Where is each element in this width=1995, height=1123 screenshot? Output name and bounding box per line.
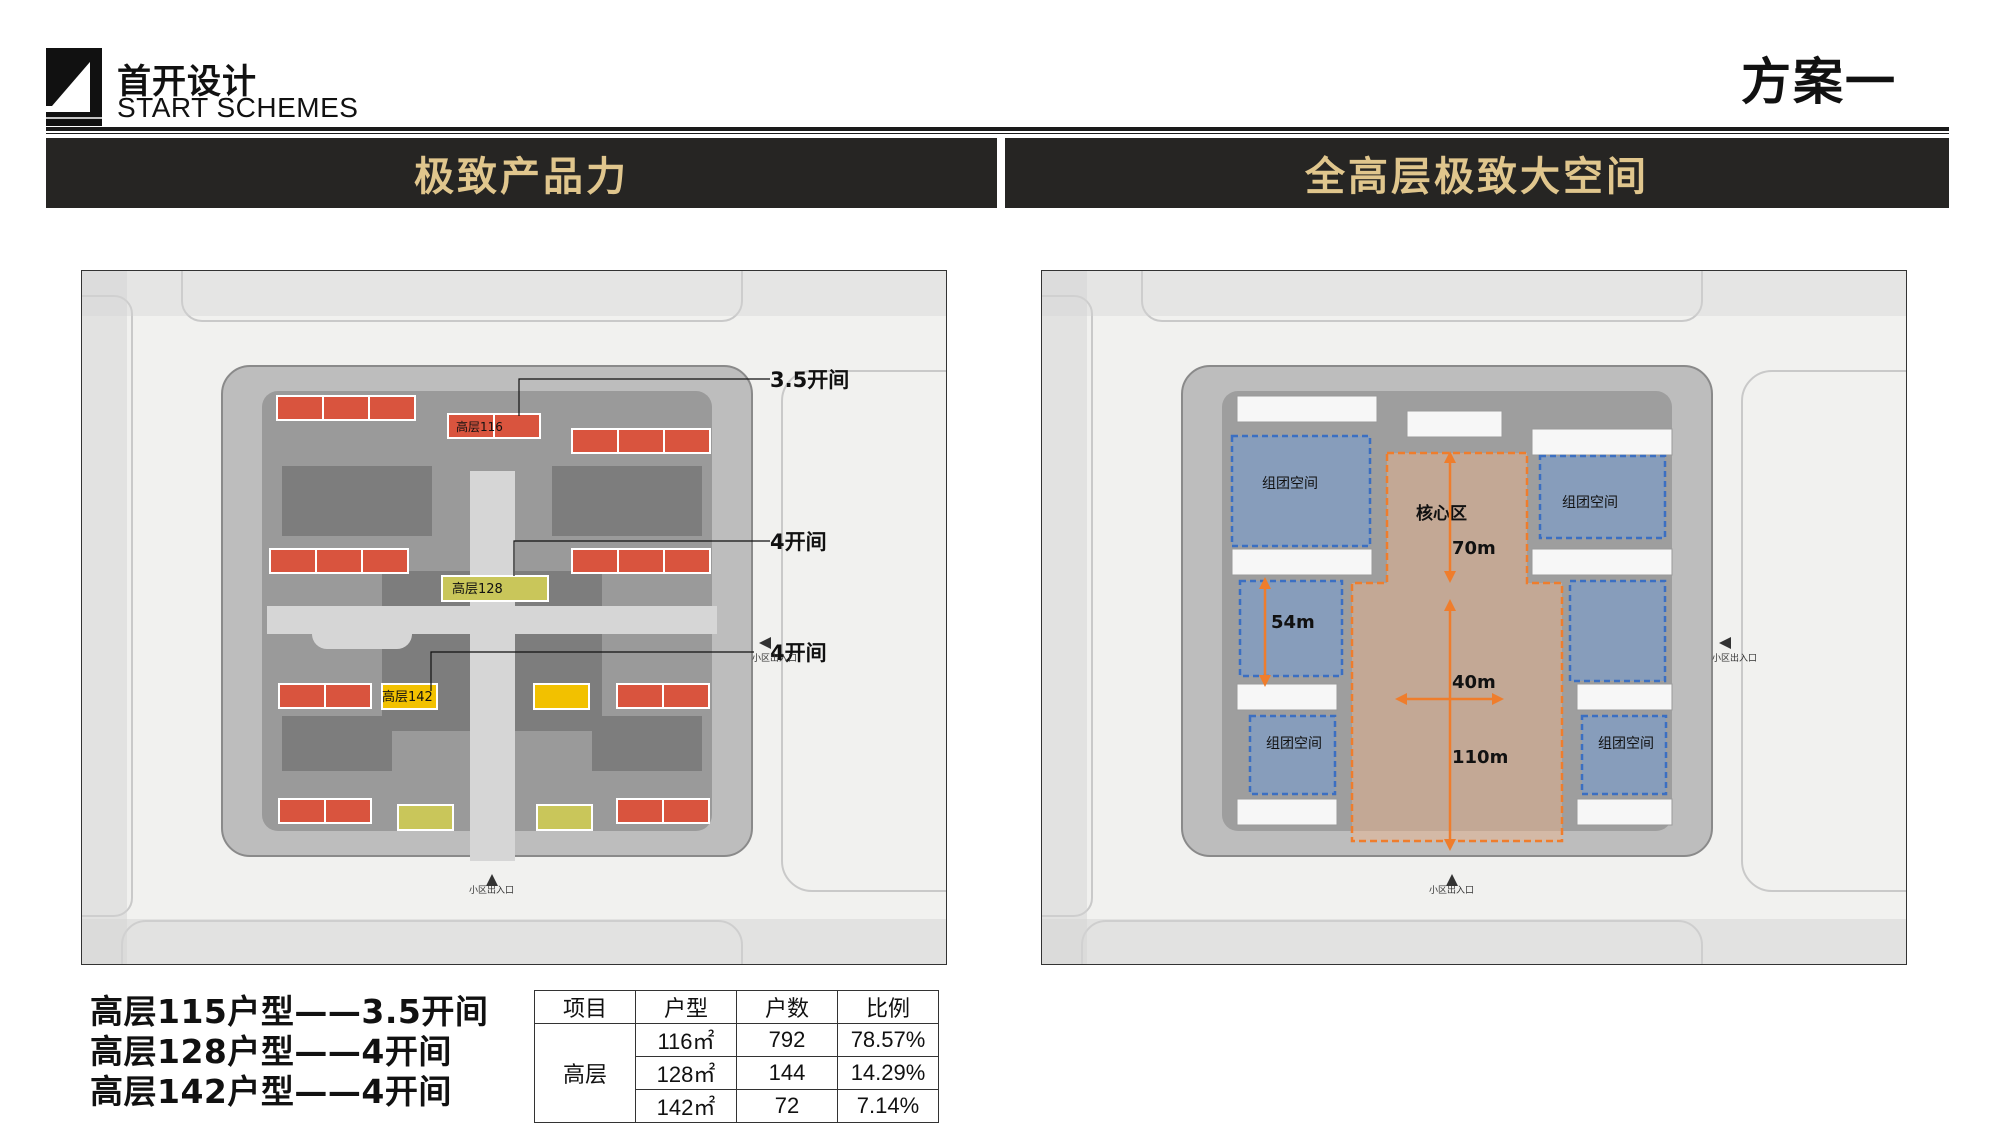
- label-entrance-bottom: 小区出入口: [1429, 884, 1474, 896]
- dimension-110m: 110m: [1452, 747, 1508, 768]
- unit-mix-table: 项目 户型 户数 比例 高层 116㎡ 792 78.57% 128㎡ 144 …: [534, 990, 939, 1123]
- dimension-arrows: [1263, 458, 1497, 846]
- section-title-right: 全高层极致大空间: [1305, 154, 1649, 200]
- entrance-arrow-icon: [1446, 874, 1458, 886]
- table-cell-ratio: 14.29%: [837, 1056, 939, 1090]
- entrance-arrow-right-icon: [759, 637, 771, 649]
- buildings-142: [381, 683, 590, 710]
- unit-summary-128: 高层128户型——4开间: [90, 1032, 452, 1071]
- section-title-left: 极致产品力: [414, 154, 629, 200]
- site-plan-open-space: 组团空间 组团空间 组团空间 组团空间 核心区 70m 54m 40m 110m…: [1041, 270, 1907, 965]
- table-cell-count: 72: [736, 1089, 838, 1123]
- entrance-arrow-icon: [486, 874, 498, 886]
- label-cluster-bottom-right: 组团空间: [1598, 736, 1654, 752]
- buildings-128: [397, 575, 593, 831]
- table-header-type: 户型: [635, 990, 737, 1024]
- table-cell-type: 142㎡: [635, 1089, 737, 1123]
- tree-rows: [1042, 271, 1906, 964]
- table-header-count: 户数: [736, 990, 838, 1024]
- header-rule: [46, 127, 1949, 131]
- section-band-left: 极致产品力: [46, 138, 997, 208]
- start-schemes-logo-icon: [46, 48, 102, 126]
- unit-summary-142: 高层142户型——4开间: [90, 1072, 452, 1111]
- table-cell-ratio: 78.57%: [837, 1023, 939, 1057]
- table-cell-count: 144: [736, 1056, 838, 1090]
- table-cell-ratio: 7.14%: [837, 1089, 939, 1123]
- building-footprints: [1231, 395, 1673, 826]
- section-band-right: 全高层极致大空间: [1005, 138, 1949, 208]
- table-row: 高层 116㎡ 792 78.57%: [534, 1023, 939, 1123]
- callout-leaders: [430, 378, 770, 691]
- label-cluster-top-right: 组团空间: [1562, 495, 1618, 511]
- dimension-54m: 54m: [1271, 612, 1315, 633]
- label-entrance-right: 小区出入口: [1712, 652, 1757, 664]
- label-core-zone: 核心区: [1416, 503, 1467, 524]
- dimension-40m: 40m: [1452, 672, 1496, 693]
- tree-rows: [82, 271, 946, 964]
- table-cell-type: 128㎡: [635, 1056, 737, 1090]
- callout-142-width: 4开间: [770, 641, 827, 665]
- logo-chinese-text: 首开设计: [117, 62, 257, 102]
- cluster-spaces: [1230, 434, 1668, 796]
- unit-summary-115: 高层115户型——3.5开间: [90, 992, 489, 1031]
- core-zone: [1350, 451, 1564, 843]
- callout-115-width: 3.5开间: [770, 368, 849, 392]
- table-cell-count: 792: [736, 1023, 838, 1057]
- label-entrance-bottom: 小区出入口: [469, 884, 514, 896]
- callout-128-width: 4开间: [770, 530, 827, 554]
- label-building-128: 高层128: [452, 581, 503, 597]
- dimension-arrowheads: [1259, 451, 1504, 851]
- label-entrance-right: 小区出入口: [752, 652, 797, 664]
- table-header-row: 项目 户型 户数 比例: [534, 990, 939, 1024]
- table-cell-category: 高层: [534, 1023, 636, 1123]
- entrance-arrow-right-icon: [1719, 637, 1731, 649]
- paths: [267, 471, 717, 861]
- logo-english-text: START SCHEMES: [117, 92, 359, 123]
- site-plan-unit-types: 高层116 高层128 高层142 3.5开间 4开间 4开间 小区出入口 小区…: [81, 270, 947, 965]
- label-building-142: 高层142: [382, 689, 433, 705]
- table-header-ratio: 比例: [837, 990, 939, 1024]
- label-cluster-top-left: 组团空间: [1262, 476, 1318, 492]
- label-building-116: 高层116: [456, 419, 503, 434]
- scheme-title: 方案一: [1741, 53, 1897, 111]
- header-rule-thin: [46, 133, 1949, 134]
- table-cell-type: 116㎡: [635, 1023, 737, 1057]
- dimension-70m: 70m: [1452, 538, 1496, 559]
- buildings-116: [269, 395, 711, 824]
- table-row: 128㎡ 144 14.29%: [535, 1056, 939, 1090]
- table-header-item: 项目: [534, 990, 636, 1024]
- label-cluster-bottom-left: 组团空间: [1266, 736, 1322, 752]
